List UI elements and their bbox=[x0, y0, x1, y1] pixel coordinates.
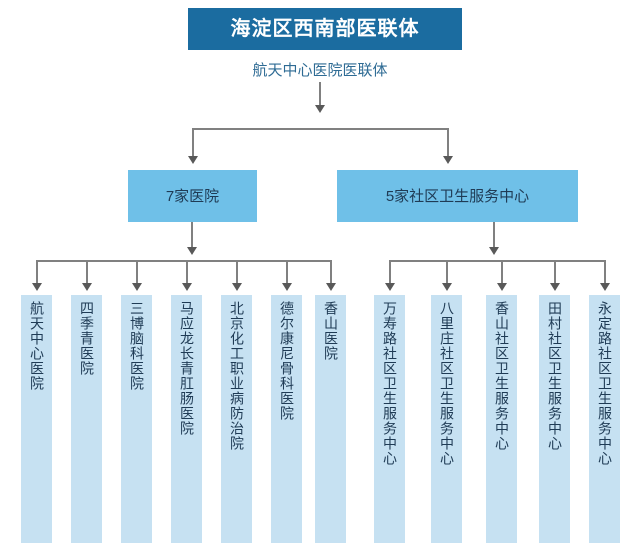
connector-level2-left-drop bbox=[192, 128, 194, 158]
arrowhead-centers-icon bbox=[443, 156, 453, 164]
connector-center-drop-3 bbox=[501, 260, 503, 285]
connector-centers-bus bbox=[389, 260, 604, 262]
group-node-hospitals-label: 7家医院 bbox=[165, 187, 220, 205]
arrowhead-hospital-4-icon bbox=[182, 283, 192, 291]
leaf-node-center-3[interactable]: 香山社区卫生服务中心 bbox=[486, 295, 517, 543]
leaf-node-hospital-5[interactable]: 北京化工职业病防治院 bbox=[221, 295, 252, 543]
leaf-node-center-1-label: 万寿路社区卫生服务中心 bbox=[382, 301, 398, 466]
connector-center-drop-5 bbox=[604, 260, 606, 285]
arrowhead-hospital-1-icon bbox=[32, 283, 42, 291]
connector-hospital-drop-3 bbox=[136, 260, 138, 285]
arrowhead-center-5-icon bbox=[600, 283, 610, 291]
leaf-node-center-4-label: 田村社区卫生服务中心 bbox=[547, 301, 563, 451]
leaf-node-hospital-4-label: 马应龙长青肛肠医院 bbox=[179, 301, 195, 436]
leaf-node-center-2-label: 八里庄社区卫生服务中心 bbox=[439, 301, 455, 466]
leaf-node-hospital-7-label: 香山医院 bbox=[323, 301, 339, 361]
leaf-node-hospital-3[interactable]: 三博脑科医院 bbox=[121, 295, 152, 543]
leaf-node-center-1[interactable]: 万寿路社区卫生服务中心 bbox=[374, 295, 405, 543]
leaf-node-center-4[interactable]: 田村社区卫生服务中心 bbox=[539, 295, 570, 543]
connector-level2-right-drop bbox=[447, 128, 449, 158]
leaf-node-hospital-5-label: 北京化工职业病防治院 bbox=[229, 301, 245, 451]
connector-level2-bus bbox=[192, 128, 449, 130]
arrowhead-hospital-6-icon bbox=[282, 283, 292, 291]
leaf-node-hospital-3-label: 三博脑科医院 bbox=[129, 301, 145, 391]
arrowhead-center-1-icon bbox=[385, 283, 395, 291]
connector-hospital-drop-4 bbox=[186, 260, 188, 285]
arrowhead-hospital-5-icon bbox=[232, 283, 242, 291]
group-node-centers[interactable]: 5家社区卫生服务中心 bbox=[337, 170, 578, 222]
leaf-node-hospital-4[interactable]: 马应龙长青肛肠医院 bbox=[171, 295, 202, 543]
connector-hospital-drop-2 bbox=[86, 260, 88, 285]
leaf-node-center-2[interactable]: 八里庄社区卫生服务中心 bbox=[431, 295, 462, 543]
leaf-node-center-3-label: 香山社区卫生服务中心 bbox=[494, 301, 510, 451]
arrowhead-center-2-icon bbox=[442, 283, 452, 291]
leaf-node-hospital-2-label: 四季青医院 bbox=[79, 301, 95, 376]
arrowhead-center-3-icon bbox=[497, 283, 507, 291]
arrowhead-root-stem-icon bbox=[315, 105, 325, 113]
connector-hospital-drop-6 bbox=[286, 260, 288, 285]
connector-hospital-drop-1 bbox=[36, 260, 38, 285]
connector-hospitals-bus bbox=[36, 260, 330, 262]
connector-hospital-drop-5 bbox=[236, 260, 238, 285]
arrowhead-hospital-2-icon bbox=[82, 283, 92, 291]
chart-subtitle: 航天中心医院医联体 bbox=[252, 62, 388, 79]
leaf-node-hospital-2[interactable]: 四季青医院 bbox=[71, 295, 102, 543]
arrowhead-hospital-3-icon bbox=[132, 283, 142, 291]
leaf-node-hospital-6-label: 德尔康尼骨科医院 bbox=[279, 301, 295, 421]
page-title: 海淀区西南部医联体 bbox=[230, 18, 420, 40]
connector-center-drop-2 bbox=[446, 260, 448, 285]
connector-root-stem bbox=[319, 82, 321, 108]
leaf-node-hospital-1-label: 航天中心医院 bbox=[29, 301, 45, 391]
leaf-node-center-5[interactable]: 永定路社区卫生服务中心 bbox=[589, 295, 620, 543]
connector-hospitals-stem bbox=[191, 222, 193, 250]
arrowhead-center-4-icon bbox=[550, 283, 560, 291]
arrowhead-hospitals-stem-icon bbox=[187, 247, 197, 255]
arrowhead-centers-stem-icon bbox=[489, 247, 499, 255]
leaf-node-hospital-1[interactable]: 航天中心医院 bbox=[21, 295, 52, 543]
connector-center-drop-4 bbox=[554, 260, 556, 285]
group-node-hospitals[interactable]: 7家医院 bbox=[128, 170, 257, 222]
arrowhead-hospital-7-icon bbox=[326, 283, 336, 291]
chart-title-box: 海淀区西南部医联体 bbox=[188, 8, 462, 50]
leaf-node-hospital-6[interactable]: 德尔康尼骨科医院 bbox=[271, 295, 302, 543]
group-node-centers-label: 5家社区卫生服务中心 bbox=[385, 187, 530, 205]
connector-centers-stem bbox=[493, 222, 495, 250]
arrowhead-hospitals-icon bbox=[188, 156, 198, 164]
leaf-node-hospital-7[interactable]: 香山医院 bbox=[315, 295, 346, 543]
connector-center-drop-1 bbox=[389, 260, 391, 285]
connector-hospital-drop-7 bbox=[330, 260, 332, 285]
leaf-node-center-5-label: 永定路社区卫生服务中心 bbox=[597, 301, 613, 466]
